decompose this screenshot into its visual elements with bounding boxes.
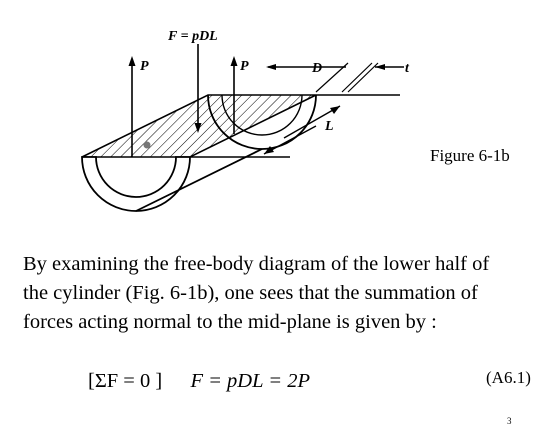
half-cylinder-free-body-diagram: F = pDL P P D t L bbox=[81, 29, 410, 212]
figure-caption: Figure 6-1b bbox=[430, 146, 510, 165]
p-right-label: P bbox=[240, 59, 249, 74]
l-dimension-arrowhead-lower bbox=[264, 146, 274, 154]
body-line-2: the cylinder (Fig. 6-1b), one sees that … bbox=[23, 282, 478, 304]
d-extension-line-2 bbox=[341, 62, 373, 93]
t-label: t bbox=[405, 61, 410, 76]
equation-expression: F = pDL = 2P bbox=[190, 370, 310, 392]
l-dimension-arrowhead-upper bbox=[330, 106, 340, 114]
body-line-3: forces acting normal to the mid-plane is… bbox=[23, 311, 437, 333]
equation-number: (A6.1) bbox=[486, 368, 531, 387]
cylinder-bottom-edge bbox=[135, 148, 263, 212]
d-extension-line-1 bbox=[315, 62, 349, 93]
p-left-label: P bbox=[140, 59, 149, 74]
far-end-inner-arc bbox=[221, 94, 303, 136]
force-label: F = pDL bbox=[167, 29, 218, 44]
d-dimension-arrowhead bbox=[266, 64, 276, 70]
force-arrowhead bbox=[194, 123, 202, 133]
page-number: 3 bbox=[507, 416, 512, 426]
body-paragraph: By examining the free-body diagram of th… bbox=[23, 250, 543, 337]
t-dimension-arrowhead bbox=[375, 64, 385, 70]
d-label: D bbox=[311, 61, 322, 76]
center-point bbox=[143, 141, 151, 149]
body-line-1: By examining the free-body diagram of th… bbox=[23, 253, 490, 275]
l-dimension-line-upper bbox=[283, 105, 341, 139]
l-label: L bbox=[324, 119, 334, 134]
l-dimension-line-lower bbox=[263, 125, 317, 155]
near-end-half-ring bbox=[81, 156, 191, 212]
equation-condition: [ΣF = 0 ] bbox=[88, 370, 163, 392]
t-extension-line bbox=[347, 62, 379, 93]
p-right-arrowhead bbox=[230, 56, 238, 66]
p-left-arrowhead bbox=[128, 56, 136, 66]
equation: [ΣF = 0 ] F = pDL = 2P bbox=[88, 370, 310, 393]
